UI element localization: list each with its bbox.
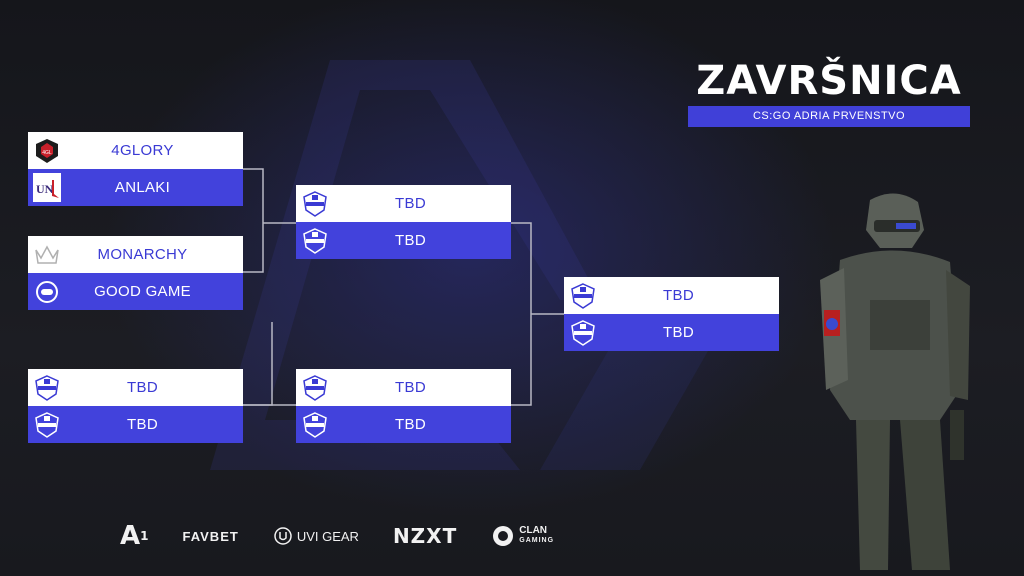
team-name: TBD [395,232,426,249]
prvenstvo-shield-icon [301,189,329,218]
match-qf3: TBD TBD [28,369,243,443]
match-sf2: TBD TBD [296,369,511,443]
team-slot-top[interactable]: TBD [296,369,511,406]
sponsor-nzxt-logo: NZXT [392,524,458,548]
team-name: TBD [127,379,158,396]
team-name: TBD [395,416,426,433]
page-title: ZAVRŠNICA [696,58,962,104]
prvenstvo-shield-icon [569,281,597,310]
sponsor-a1-text: A [120,521,141,551]
match-qf1: 4GL 4GLORY UN ANLAKI [28,132,243,206]
sponsor-clan-logo: CLAN GAMING [491,524,554,548]
team-name: TBD [663,287,694,304]
team-slot-top[interactable]: MONARCHY [28,236,243,273]
team-slot-bottom[interactable]: UN ANLAKI [28,169,243,206]
good-game-logo-icon [33,277,61,306]
sponsor-uvi-text: UVI GEAR [296,528,359,544]
monarchy-crown-icon [33,240,61,269]
sponsor-clan-line1: CLAN [519,525,548,536]
sponsor-uvi-logo: UVI GEAR [273,526,359,546]
team-slot-top[interactable]: TBD [296,185,511,222]
clan-gaming-icon [493,526,514,546]
prvenstvo-shield-icon [33,373,61,402]
4glory-logo-icon: 4GL [33,136,61,165]
svg-text:UN: UN [36,182,54,196]
match-final: TBD TBD [564,277,779,351]
anlaki-logo-icon: UN [33,173,61,202]
prvenstvo-shield-icon [569,318,597,347]
match-qf2: MONARCHY GOOD GAME [28,236,243,310]
team-name: TBD [395,379,426,396]
page-subtitle: CS:GO ADRIA PRVENSTVO [688,106,970,127]
team-name: GOOD GAME [94,283,191,300]
svg-text:4GL: 4GL [42,150,52,156]
soldier-illustration [820,193,970,570]
sponsor-a1-sup: 1 [140,529,149,543]
prvenstvo-shield-icon [301,373,329,402]
title-block: ZAVRŠNICA CS:GO ADRIA PRVENSTVO [688,58,970,127]
team-slot-bottom[interactable]: TBD [28,406,243,443]
team-slot-bottom[interactable]: TBD [296,222,511,259]
sponsor-clan-line2: GAMING [519,537,555,544]
prvenstvo-shield-icon [301,410,329,439]
uvi-circle-icon [274,527,292,545]
team-name: TBD [127,416,158,433]
match-sf1: TBD TBD [296,185,511,259]
team-name: ANLAKI [114,179,171,196]
team-name: 4GLORY [111,142,174,159]
team-slot-bottom[interactable]: GOOD GAME [28,273,243,310]
prvenstvo-shield-icon [33,410,61,439]
team-name: MONARCHY [97,246,188,263]
team-slot-top[interactable]: TBD [564,277,779,314]
team-slot-top[interactable]: 4GL 4GLORY [28,132,243,169]
team-slot-bottom[interactable]: TBD [564,314,779,351]
team-name: TBD [395,195,426,212]
sponsor-favbet-logo: FAVBET [182,528,239,544]
team-slot-bottom[interactable]: TBD [296,406,511,443]
team-name: TBD [663,324,694,341]
team-slot-top[interactable]: TBD [28,369,243,406]
prvenstvo-shield-icon [301,226,329,255]
